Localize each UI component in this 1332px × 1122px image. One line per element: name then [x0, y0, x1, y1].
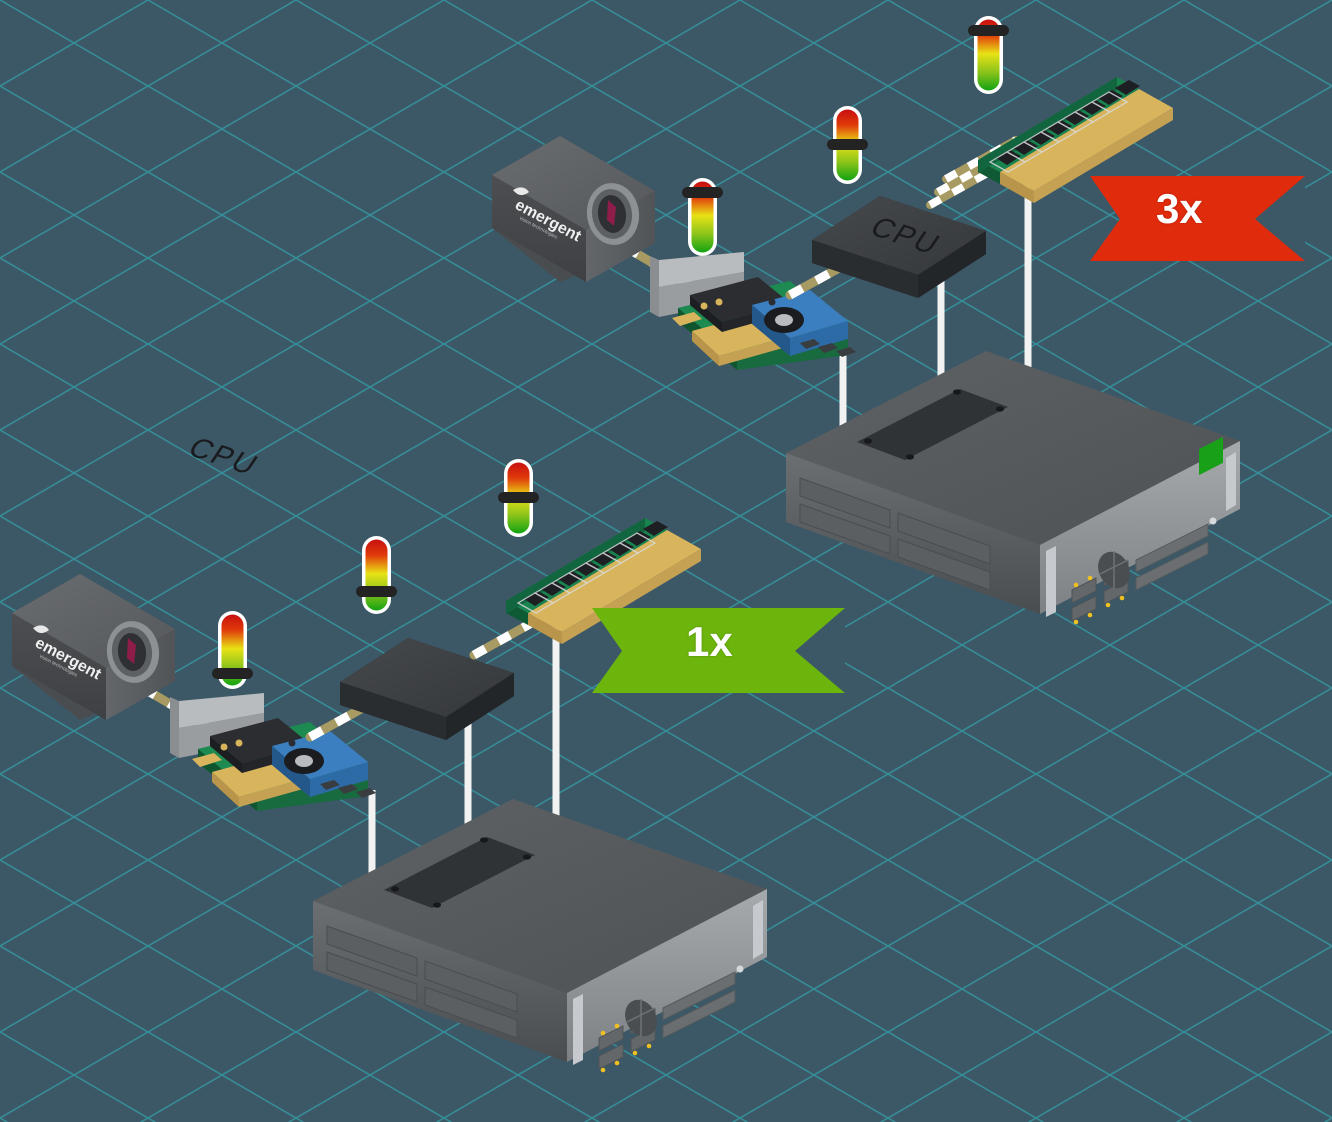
cpu-top[interactable]: CPU: [812, 196, 986, 298]
rack-server-bottom[interactable]: [313, 799, 767, 1122]
server-front-bezel-top: [1046, 436, 1236, 625]
banner-1x[interactable]: [592, 608, 845, 693]
ram-module-bottom[interactable]: [506, 518, 701, 644]
nic-card-bottom[interactable]: [170, 693, 376, 811]
gauge-bottom-1[interactable]: [212, 611, 253, 689]
ram-chips-top: [988, 80, 1140, 173]
gauge-top-2[interactable]: [827, 106, 868, 184]
camera-bottom[interactable]: emergent vision technologies: [12, 574, 175, 720]
power-led-top[interactable]: [1199, 436, 1223, 476]
gauge-top-3[interactable]: [968, 16, 1009, 94]
nic-card-top[interactable]: [650, 252, 856, 370]
ram-chips-bottom: [516, 521, 668, 614]
cpu-bottom[interactable]: CPU: [182, 432, 514, 740]
gauge-bottom-2[interactable]: [356, 536, 397, 614]
cpu-label-bottom: CPU: [182, 432, 265, 481]
gauge-bottom-3[interactable]: [498, 459, 539, 537]
server-front-bezel-bottom: [573, 900, 763, 1073]
gauge-top-1[interactable]: [682, 178, 723, 256]
rack-server-top[interactable]: [786, 351, 1240, 625]
camera-top[interactable]: emergent vision technologies: [492, 136, 655, 282]
banner-3x[interactable]: [1090, 176, 1305, 261]
ram-module-top[interactable]: [978, 77, 1173, 203]
